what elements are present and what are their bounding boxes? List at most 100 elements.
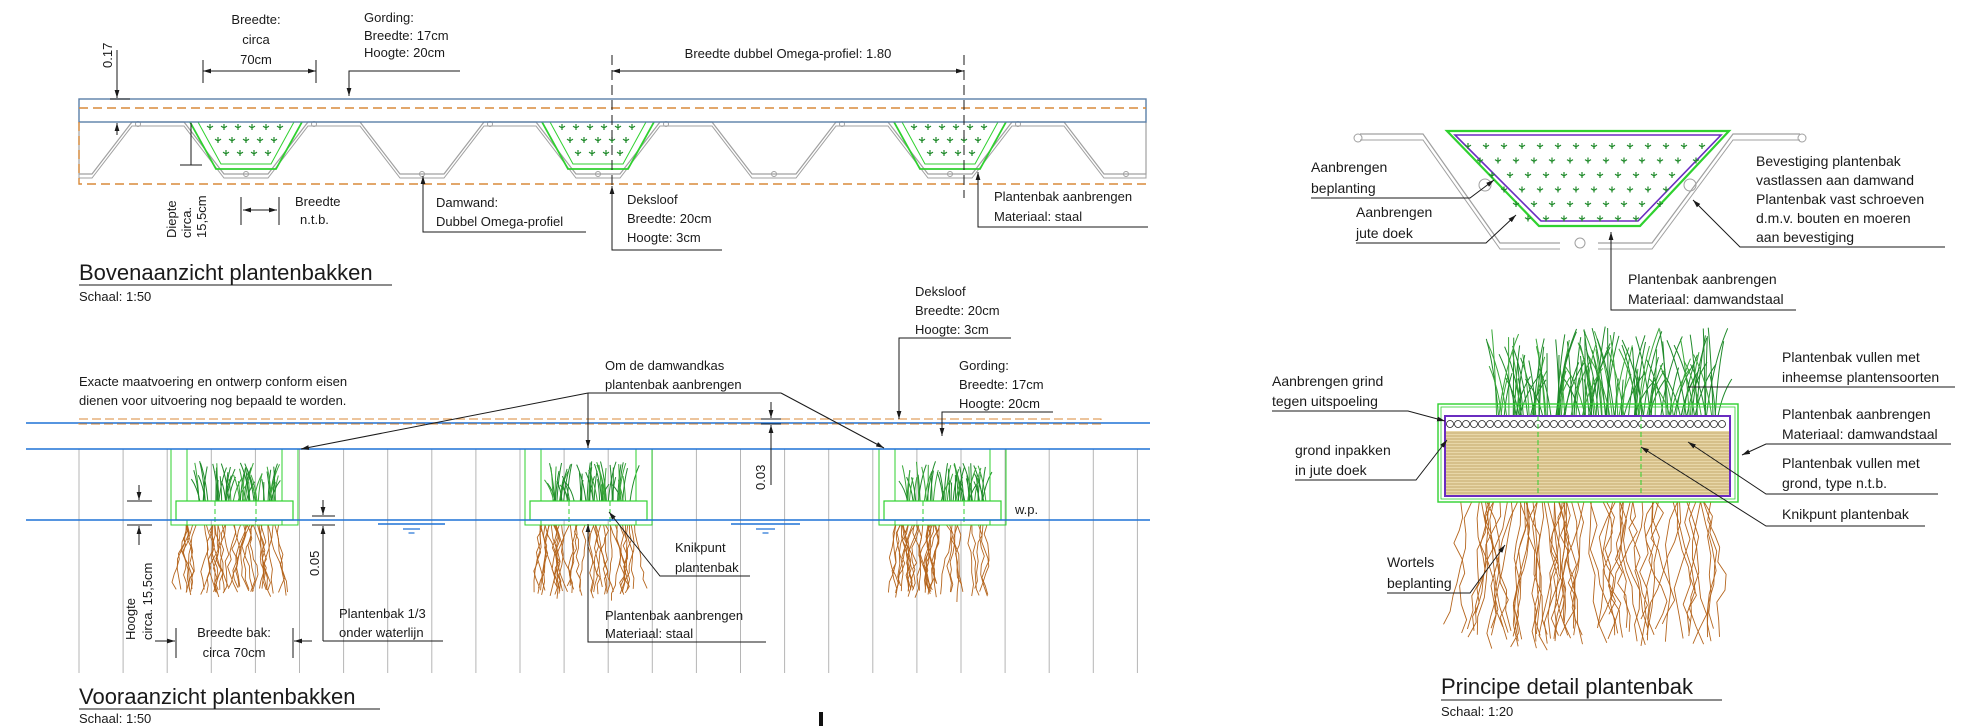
interlock [1353, 133, 1363, 143]
plant-symbol [580, 137, 588, 143]
grass-blade [550, 467, 554, 502]
grass-blade [199, 462, 209, 502]
bottom-dashed-outline [78, 122, 1146, 185]
root [587, 524, 598, 593]
plant-symbol [938, 124, 946, 130]
root [1559, 501, 1577, 637]
grass-blade [228, 479, 232, 502]
root [1512, 501, 1531, 647]
grass-blade [1498, 353, 1517, 417]
gravel-stone [1526, 420, 1534, 428]
fill-soil-label: Plantenbak vullen met [1782, 455, 1920, 471]
root [619, 524, 635, 595]
grass-blade [1683, 360, 1702, 417]
root [1589, 501, 1619, 634]
grass-blade [1627, 335, 1646, 417]
plant-symbol [1584, 201, 1592, 207]
leader-line [1741, 443, 1951, 456]
root [1650, 501, 1676, 625]
leader-line [1692, 199, 1945, 248]
grass-blade [1606, 347, 1625, 417]
root [200, 524, 213, 590]
root [185, 524, 195, 593]
grass-blade [898, 480, 908, 502]
grass-blade [1594, 331, 1613, 417]
plant-symbol [220, 124, 228, 130]
grass-blade [929, 470, 934, 502]
grass-blade [1707, 327, 1714, 417]
root [541, 524, 550, 595]
grass-blade [1675, 358, 1691, 417]
plant-symbol [1626, 143, 1634, 149]
plant-symbol [566, 137, 574, 143]
plant-symbol [242, 137, 250, 143]
grass-blade [1528, 360, 1537, 417]
gravel-stone [1662, 420, 1670, 428]
plant-symbol [1584, 157, 1592, 164]
leader-line [1387, 544, 1506, 594]
root [953, 524, 960, 603]
grass-blade [944, 465, 952, 502]
fixing-label: vastlassen aan damwand [1756, 172, 1914, 188]
grass-blade [1694, 363, 1717, 417]
root [895, 524, 904, 592]
fixing-label: Bevestiging plantenbak [1756, 153, 1902, 169]
plant-symbol [918, 137, 926, 143]
depth-label: Diepte [164, 200, 179, 238]
root [1480, 501, 1504, 627]
jute-label: jute doek [1355, 225, 1414, 241]
root [1558, 501, 1583, 645]
grass-blade [981, 466, 986, 502]
top-view-geometry [78, 121, 1147, 179]
grass-blade [970, 463, 973, 502]
around-label: Om de damwandkas [605, 358, 725, 373]
cut-marker [819, 712, 823, 726]
root [589, 524, 595, 599]
grass-blade [1637, 345, 1650, 417]
plant-symbol [1536, 186, 1544, 193]
grass-blade [958, 482, 966, 502]
root [1618, 501, 1631, 632]
gravel-stone [1718, 420, 1726, 428]
plant-symbol [1596, 172, 1604, 178]
grass-blade [913, 476, 918, 502]
interlock [243, 171, 249, 177]
grass-blade [908, 477, 914, 502]
root [241, 524, 254, 592]
leader-line [896, 337, 1011, 419]
jute-label: Aanbrengen [1356, 204, 1432, 220]
gravel-stone [1590, 420, 1598, 428]
grass-blade [1564, 362, 1580, 417]
gravel-stone [1502, 420, 1510, 428]
grass-blade [1530, 379, 1547, 417]
grass-blade [1595, 326, 1606, 417]
planter-box [529, 500, 648, 521]
root [261, 524, 274, 589]
root [622, 524, 630, 594]
interlock [1797, 133, 1807, 143]
plant-symbol [264, 150, 272, 156]
grass-blade [1533, 356, 1546, 417]
root [634, 524, 648, 589]
plant-symbol [1620, 201, 1628, 207]
grass-blade [957, 467, 965, 502]
root [918, 524, 933, 591]
grass-blade [1486, 341, 1508, 417]
plant-symbol [1638, 157, 1646, 164]
box-width-label: circa 70cm [203, 645, 266, 660]
gravel-stone [1446, 420, 1454, 428]
grass-blade [600, 461, 607, 502]
grass-blade [603, 468, 607, 502]
plant-symbol [1560, 215, 1568, 222]
plant-symbol [1590, 143, 1598, 149]
gravel-stone [1566, 420, 1574, 428]
grass-blade [1690, 364, 1707, 417]
width-ntb-label: n.t.b. [300, 212, 329, 227]
root [609, 524, 626, 593]
interlock [1574, 237, 1586, 249]
grass-blade [588, 469, 598, 502]
root [1619, 501, 1641, 642]
plant-symbol [1566, 157, 1574, 164]
plant-symbol [1656, 157, 1664, 164]
planter-box-inner [197, 121, 295, 165]
